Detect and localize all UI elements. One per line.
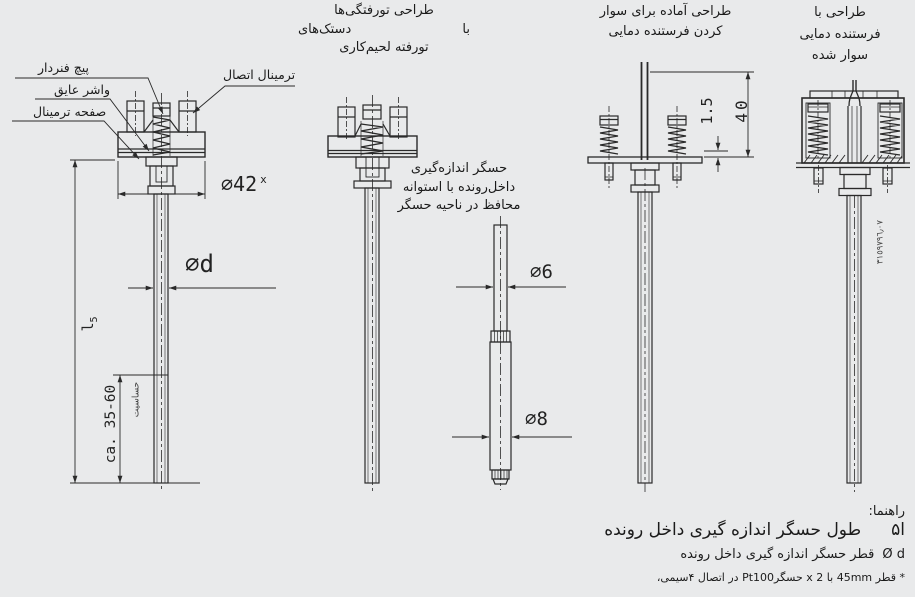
probe-1-dimensions <box>70 159 276 484</box>
footnote-marker: x <box>260 173 267 187</box>
drawing-number: ٣١٥٩٧٩٦٫٠٧ <box>875 220 886 264</box>
callout-connection-terminal: ترمینال اتصال <box>223 67 296 82</box>
header-soldered-lugs-design: طراحی تورفتگی‌ها با دستک‌های تورفته لحیم… <box>298 2 470 58</box>
probe-3-protected-insert <box>452 216 572 490</box>
dimension-tip-diameter-large: ⌀8 <box>525 408 548 430</box>
callout-leader-lines <box>12 77 295 160</box>
dimension-sensitive-range: ca. 35-60 <box>103 384 119 464</box>
probe-4-transmitter-ready <box>587 62 754 492</box>
callout-terminal-plate: صفحه ترمینال <box>33 104 107 119</box>
probe-5-transmitter-mounted <box>796 80 910 492</box>
probe-1-terminal-head <box>117 91 206 492</box>
dimension-value: ⌀42 <box>221 172 258 196</box>
sensor-note-line: محافظ در ناحیه حسگر <box>397 198 521 213</box>
header-line: سوار شده <box>811 48 869 63</box>
dimension-insertion-length: l5 <box>79 306 100 342</box>
callout-spring-screw: پیچ فنردار <box>38 60 90 75</box>
probe-2-soldered-lugs <box>327 95 418 492</box>
header-line: طراحی تورفتگی‌ها <box>334 3 434 18</box>
header-line: با دستک‌های <box>298 21 470 37</box>
dimension-subscript: 5 <box>89 316 100 323</box>
sensor-note-line: داخل‌رونده با استوانه <box>402 179 516 195</box>
header-line: کردن فرستنده دمایی <box>608 23 723 39</box>
header-line: طراحی با <box>814 5 866 20</box>
sensitive-range-label: حساسیت <box>131 381 142 418</box>
legend-length-symbol: ا۵ <box>891 520 905 540</box>
dimension-symbol: l <box>79 322 97 332</box>
dimension-plate-gap: 1.5 <box>698 97 716 125</box>
header-line: فرستنده دمایی <box>799 26 881 42</box>
hatch-strip <box>803 154 903 164</box>
legend-diameter-text: قطر حسگر اندازه گیری داخل رونده <box>680 547 875 562</box>
legend-length-text: طول حسگر اندازه گیری داخل رونده <box>604 520 862 540</box>
header-transmitter-mounted-design: طراحی با فرستنده دمایی سوار شده <box>791 2 889 67</box>
header-line: تورفته لحیم‌کاری <box>339 40 429 55</box>
header-line: طراحی آماده برای سوار <box>599 4 732 19</box>
legend-row-diameter: Ø d قطر حسگر اندازه گیری داخل رونده <box>680 547 905 562</box>
legend-diameter-symbol: Ø d <box>882 547 905 562</box>
sensor-note: حسگر اندازه‌گیری داخل‌رونده با استوانه م… <box>383 160 535 216</box>
dimension-wire-length: 40 <box>732 97 751 123</box>
legend-row-length: ا۵ طول حسگر اندازه گیری داخل رونده <box>604 520 905 540</box>
dimension-tip-diameter-small: ⌀6 <box>530 261 553 283</box>
callout-insulating-washer: واشر عایق <box>54 82 111 97</box>
legend-footnote: * قطر 45mm با 2 x حسگرPt100 در اتصال ۴سی… <box>656 571 905 584</box>
header-transmitter-ready-design: طراحی آماده برای سوار کردن فرستنده دمایی <box>583 2 748 41</box>
legend-title: راهنما: <box>868 504 905 519</box>
sensor-note-line: حسگر اندازه‌گیری <box>410 161 508 176</box>
dimension-tube-diameter: ⌀d <box>185 250 214 278</box>
